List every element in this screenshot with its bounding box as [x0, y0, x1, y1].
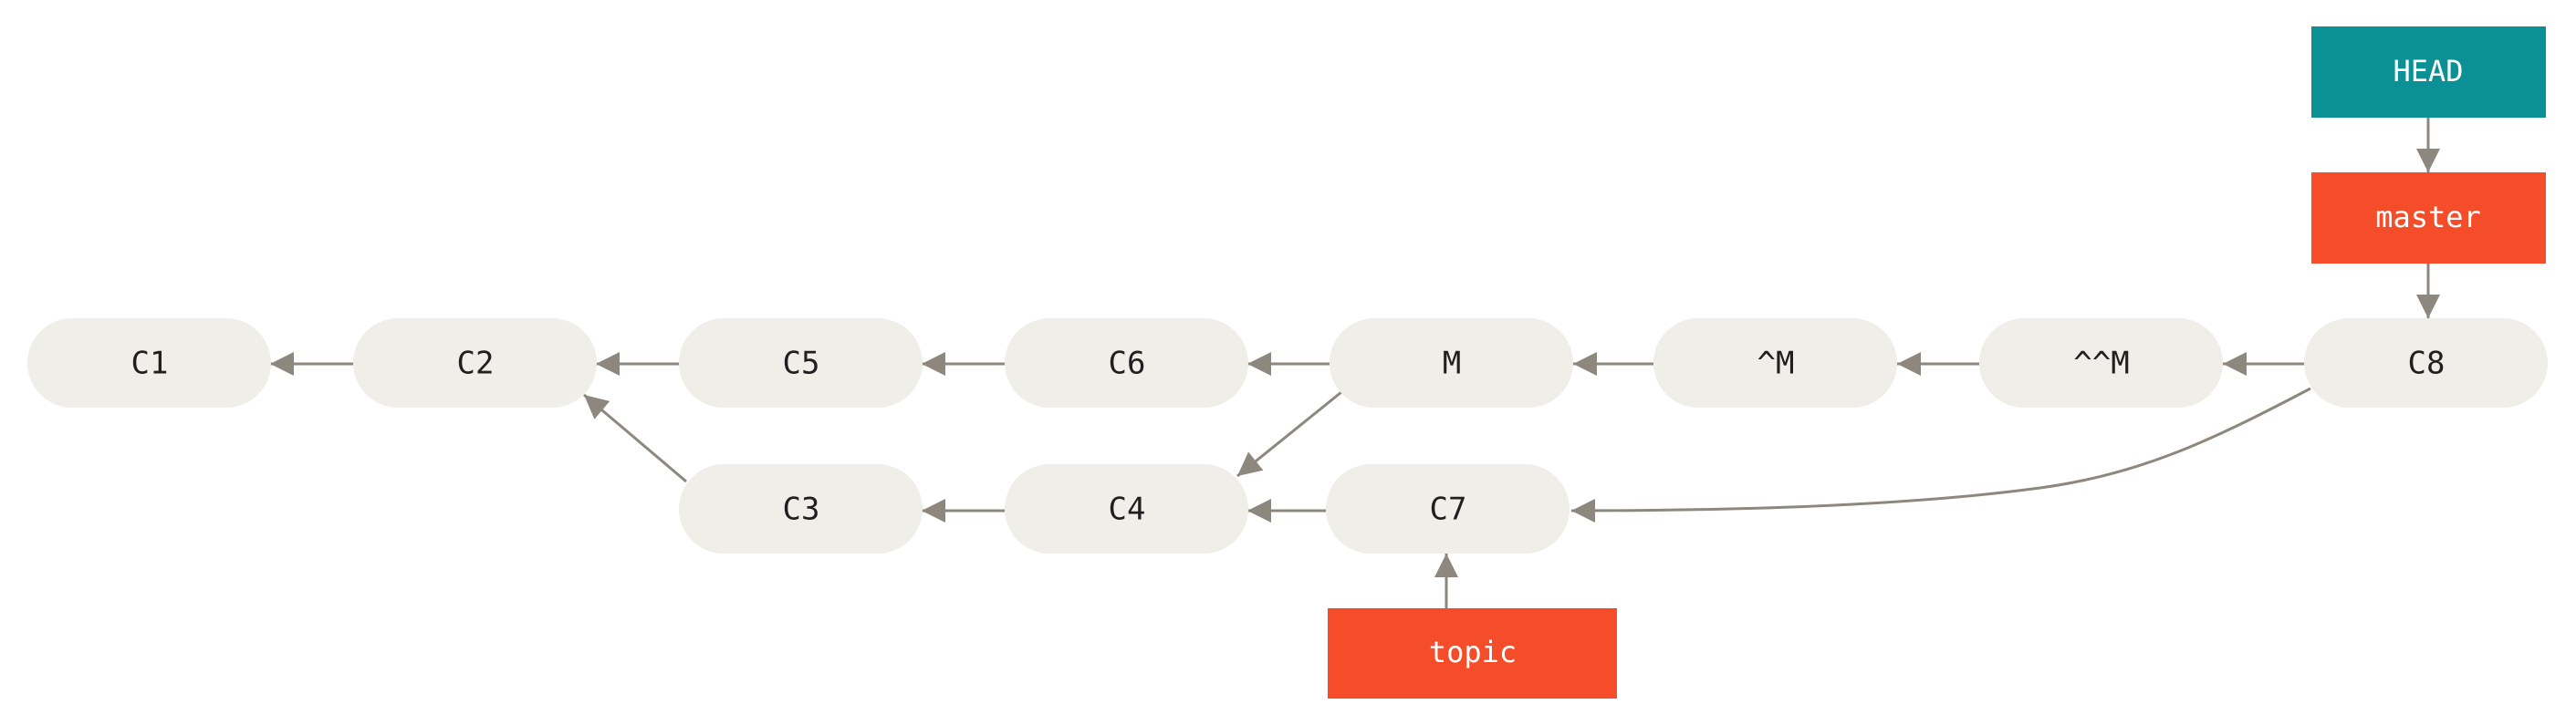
commit-label-m: M	[1443, 346, 1461, 382]
commit-label-c4: C4	[1109, 492, 1146, 528]
commit-node-c8: C8	[2304, 318, 2548, 408]
commit-label-double-caret-m: ^^M	[2073, 346, 2129, 382]
edge-c8-to-c7	[1570, 387, 2311, 523]
commit-label-c1: C1	[131, 346, 169, 382]
commit-label-caret-m: ^M	[1757, 346, 1795, 382]
edges	[270, 118, 2440, 608]
commit-label-c2: C2	[457, 346, 495, 382]
head-ref: HEAD	[2311, 26, 2546, 118]
commit-node-c1: C1	[27, 318, 271, 408]
edge-m-to-c4	[1236, 390, 1342, 478]
commit-node-double-caret-m: ^^M	[1979, 318, 2223, 408]
commit-node-c7: C7	[1326, 464, 1570, 554]
commit-node-c6: C6	[1005, 318, 1248, 408]
master-label: master	[2375, 200, 2481, 234]
commit-node-caret-m: ^M	[1653, 318, 1897, 408]
commit-label-c3: C3	[783, 492, 820, 528]
commit-label-c8: C8	[2408, 346, 2446, 382]
topic-label: topic	[1429, 635, 1517, 669]
commit-node-c2: C2	[353, 318, 597, 408]
commit-node-c3: C3	[679, 464, 923, 554]
head-label: HEAD	[2393, 54, 2463, 88]
topic-branch-ref: topic	[1328, 608, 1617, 699]
commit-label-c6: C6	[1109, 346, 1146, 382]
commit-node-c5: C5	[679, 318, 923, 408]
commit-node-c4: C4	[1005, 464, 1248, 554]
master-branch-ref: master	[2311, 172, 2546, 264]
commit-node-m: M	[1330, 318, 1573, 408]
commit-label-c7: C7	[1430, 492, 1467, 528]
commit-label-c5: C5	[783, 346, 820, 382]
edge-c3-to-c2	[583, 393, 687, 483]
